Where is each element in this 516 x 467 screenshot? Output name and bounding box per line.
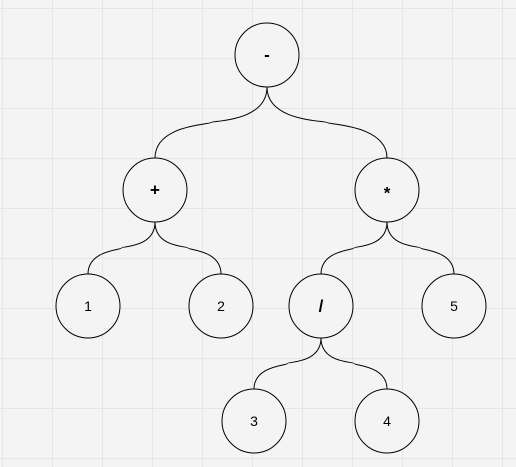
edge-n-div-to-n-3 [253,337,322,390]
tree-node-div: / [288,273,354,339]
node-circle [122,157,188,223]
node-circle [221,388,287,454]
edge-n-minus-to-n-plus [154,86,268,159]
tree-nodes: - + * 1 2 / 5 3 4 [55,22,487,454]
tree-node-1: 1 [55,273,121,339]
tree-node-3: 3 [221,388,287,454]
tree-node-minus: - [234,22,300,88]
node-label: 2 [217,298,225,314]
edge-n-times-to-n-5 [386,221,455,275]
tree-node-5: 5 [421,273,487,339]
node-circle [421,273,487,339]
tree-edges [87,86,455,390]
node-label: / [319,297,324,316]
edge-n-div-to-n-4 [320,337,388,390]
node-circle [354,388,420,454]
node-circle [188,273,254,339]
node-circle [55,273,121,339]
node-label: * [384,184,391,203]
node-circle [354,157,420,223]
node-label: 3 [250,413,258,429]
tree-node-2: 2 [188,273,254,339]
node-label: + [150,181,160,200]
edge-n-minus-to-n-times [266,86,388,159]
node-label: 1 [84,298,92,314]
node-circle [234,22,300,88]
tree-node-4: 4 [354,388,420,454]
tree-node-plus: + [122,157,188,223]
node-label: - [264,46,270,65]
tree-node-times: * [354,157,420,223]
node-label: 4 [383,413,391,429]
node-label: 5 [450,298,458,314]
node-circle [288,273,354,339]
edge-n-times-to-n-div [320,221,388,275]
edge-n-plus-to-n-1 [87,221,156,275]
edge-n-plus-to-n-2 [154,221,222,275]
